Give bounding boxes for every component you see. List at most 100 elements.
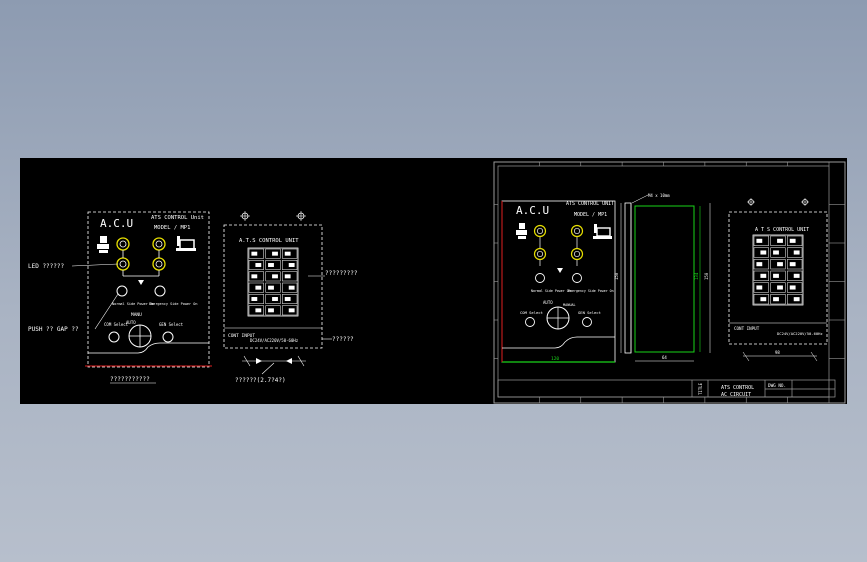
title-line-2: AC CIRCUIT [721,392,751,398]
sheet-com-select-screw [525,317,535,327]
sheet-border-outer [493,161,846,404]
terminal-cell [248,294,264,304]
terminal-screw-icon [773,297,779,302]
terminal-screw-icon [793,250,800,255]
sheet-label-normal-side: Normal Side Power On [531,289,571,293]
sheet-dim-height-side-a: 134 [694,272,699,280]
terminal-cell [282,271,298,282]
terminal-screw-icon [793,297,800,302]
terminal-cell [787,282,803,293]
sheet-back-spec-value: DC24V/AC220V/50-60Hz [777,331,823,336]
terminal-screw-icon [268,263,274,267]
terminal-cell [770,259,786,270]
terminal-cell [753,259,769,270]
label-emergency-side: Emergency Side Power On [149,302,197,306]
sheet-terminal-block [752,234,804,306]
com-select-screw [108,331,120,343]
selector-knob [128,324,152,348]
mounting-hole-left-icon [240,211,250,221]
label-normal-side: Normal Side Power On [112,302,154,306]
terminal-cell [265,260,281,270]
terminal-cell [770,270,786,281]
terminal-cell [265,294,281,304]
terminal-screw-icon [268,285,274,290]
terminal-screw-icon [284,297,291,301]
factory-icon [176,236,196,251]
terminal-screw-icon [789,285,796,290]
sheet-generator-icon [516,223,527,239]
sheet-gen-select-screw [582,317,592,327]
sheet-led-emergency-top [570,224,584,238]
terminal-screw-icon [789,262,796,267]
sheet-selector-knob [546,306,570,330]
terminal-screw-icon [251,297,258,301]
sheet-dim-depth: 64 [662,355,667,360]
terminal-cell [248,260,264,270]
terminal-cell [282,282,298,293]
title-block [497,379,836,398]
led-lamp-normal-top [116,237,130,251]
dwg-no-label: DWG NO. [768,383,786,389]
sheet-panel-title: A.C.U [516,204,549,217]
terminal-cell [282,305,298,316]
sheet-factory-icon [593,224,612,239]
generator-icon [97,236,109,253]
front-view: A.C.U ATS CONTROL Unit MODEL / MP1 [28,211,212,384]
terminal-cell [265,305,281,316]
sheet-dim-height-left: 150 [614,272,619,280]
sheet-dim-height-side-b: 150 [704,272,709,280]
terminal-screw-icon [756,285,763,290]
sheet-back-title: A T S CONTROL UNIT [755,227,809,233]
cad-model-space[interactable]: A.C.U ATS CONTROL Unit MODEL / MP1 [20,158,847,404]
gen-select-screw [162,331,174,343]
drawing-sheet: 120 A.C.U ATS CONTROL UNIT MODEL / MP1 [493,161,846,404]
sheet-label-com-select: COM Select [520,310,543,315]
sheet-label-emergency-side: Emergency Side Power On [568,289,614,293]
label-gen-select: GEN Select [159,322,184,327]
terminal-cell [753,235,769,246]
terminal-screw-icon [255,263,262,267]
terminal-screw-icon [255,308,262,313]
sheet-led-emergency-bottom [570,247,584,261]
terminal-screw-icon [773,250,779,255]
led-lamp-normal-bottom [116,257,130,271]
sheet-label-gen-select: GEN Select [578,310,601,315]
terminal-cell [753,247,769,258]
sheet-back-spec: CONT INPUT [734,326,760,331]
sheet-dim-back: 98 [775,350,780,355]
title-block-label: TITLE [698,382,703,395]
label-manu: MANU [131,312,142,318]
side-callout: M4 x 10mm [648,193,670,198]
label-auto: AUTO [126,320,136,325]
terminal-cell [787,259,803,270]
terminal-screw-icon [793,273,800,278]
terminal-screw-icon [777,285,783,290]
sheet-mounting-hole-right-icon [801,198,809,206]
terminal-cell [770,294,786,305]
terminal-screw-icon [284,274,291,279]
front-bottom-caption: ??????????? [110,376,150,383]
terminal-screw-icon [272,251,278,256]
back-bottom-caption: ??????(2.7?4?) [235,377,286,384]
push-leader-line [94,293,119,330]
back-title: A.T.S CONTROL UNIT [239,238,299,244]
terminal-screw-icon [288,285,295,290]
back-callout-bottom-right: ?????? [332,336,354,343]
terminal-screw-icon [760,297,767,302]
terminal-cell [248,305,264,316]
sheet-dim-width: 120 [551,356,559,362]
terminal-screw-icon [288,263,295,267]
terminal-grid [248,248,298,316]
terminal-screw-icon [756,262,763,267]
mounting-hole-right-icon [296,211,306,221]
terminal-cell [787,235,803,246]
front-panel-outline [87,211,210,368]
terminal-screw-icon [773,273,779,278]
terminal-cell [248,248,264,259]
front-model-label: MODEL / MP1 [154,225,190,231]
terminal-cell [787,270,803,281]
terminal-cell [282,294,298,304]
sheet-push-button-normal [535,273,545,283]
push-callout: PUSH ?? GAP ?? [28,326,79,333]
back-spec-value: DC24V/AC220V/50-60Hz [250,338,299,343]
